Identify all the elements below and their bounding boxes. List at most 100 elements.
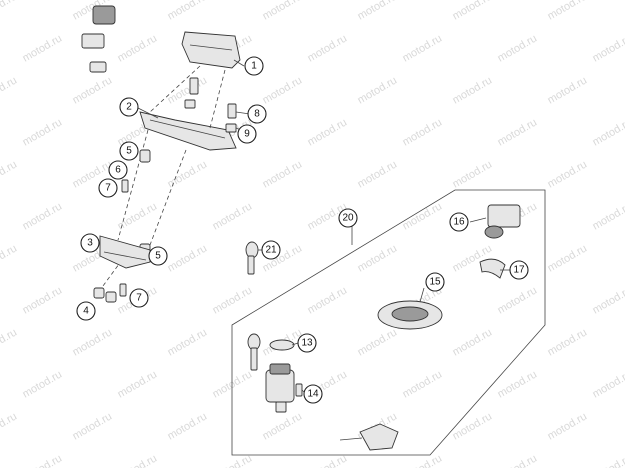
small-screw-part: [295, 383, 303, 397]
watermark-text: motod.ru: [356, 0, 400, 23]
seat-lock-part: [339, 423, 399, 451]
watermark-text: motod.ru: [306, 284, 350, 316]
svg-text:7: 7: [105, 183, 111, 194]
svg-text:21: 21: [265, 245, 277, 256]
watermark-text: motod.ru: [496, 32, 540, 64]
watermark-text: motod.ru: [591, 452, 625, 468]
callout-7: 7: [129, 288, 149, 308]
watermark-text: motod.ru: [211, 200, 255, 232]
watermark-text: motod.ru: [261, 74, 305, 106]
guide-line: [149, 149, 187, 246]
top-connector-part: [81, 5, 116, 73]
watermark-text: motod.ru: [166, 410, 210, 442]
callout-5: 5: [119, 141, 139, 161]
watermark-text: motod.ru: [451, 410, 495, 442]
instrument-housing-part: [181, 31, 241, 69]
leader-lines: [137, 59, 510, 395]
callout-20: 20: [338, 208, 358, 228]
watermark-text: motod.ru: [261, 410, 305, 442]
watermark-text: motod.ru: [0, 74, 19, 106]
svg-text:2: 2: [126, 102, 132, 113]
watermark-text: motod.ru: [71, 326, 115, 358]
watermark-text: motod.ru: [71, 74, 115, 106]
watermark-text: motod.ru: [166, 242, 210, 274]
watermark-text: motod.ru: [496, 284, 540, 316]
watermark-text: motod.ru: [211, 284, 255, 316]
svg-text:6: 6: [115, 165, 121, 176]
watermark-text: motod.ru: [356, 158, 400, 190]
watermark-text: motod.ru: [166, 0, 210, 23]
callout-4: 4: [76, 301, 96, 321]
callout-13: 13: [297, 333, 317, 353]
kit-frame: [231, 189, 546, 456]
svg-text:15: 15: [429, 277, 441, 288]
fuel-cap-part: [377, 300, 443, 330]
watermark-text: motod.ru: [166, 326, 210, 358]
callout-16: 16: [449, 212, 469, 232]
callout-1: 1: [244, 56, 264, 76]
svg-text:17: 17: [513, 265, 525, 276]
watermark-text: motod.ru: [591, 368, 625, 400]
watermark-text: motod.ru: [451, 0, 495, 23]
watermark-text: motod.ru: [0, 242, 19, 274]
watermark-text: motod.ru: [451, 158, 495, 190]
clip-part: [479, 258, 506, 279]
seal-ring-part: [269, 339, 295, 351]
bolt-parts: [119, 77, 237, 297]
ignition-lock-body-part: [265, 363, 295, 413]
watermark-text: motod.ru: [21, 200, 65, 232]
watermark-text: motod.ru: [71, 410, 115, 442]
watermark-text: motod.ru: [546, 410, 590, 442]
callout-2: 2: [119, 97, 139, 117]
watermark-text: motod.ru: [356, 242, 400, 274]
watermark-text: motod.ru: [401, 116, 445, 148]
watermark-text: motod.ru: [401, 32, 445, 64]
watermark-text: motod.ru: [116, 32, 160, 64]
watermark-text: motod.ru: [0, 326, 19, 358]
svg-text:5: 5: [155, 251, 161, 262]
watermark-text: motod.ru: [0, 410, 19, 442]
watermark-text: motod.ru: [0, 158, 19, 190]
svg-text:3: 3: [87, 238, 93, 249]
guide-line: [149, 65, 201, 113]
callout-17: 17: [509, 260, 529, 280]
callout-21: 21: [261, 240, 281, 260]
guide-line: [117, 129, 149, 241]
watermark-text: motod.ru: [116, 200, 160, 232]
watermark-text: motod.ru: [116, 452, 160, 468]
watermark-text: motod.ru: [496, 452, 540, 468]
watermark-text: motod.ru: [591, 32, 625, 64]
mounting-bracket-part: [139, 111, 237, 151]
callout-8: 8: [247, 104, 267, 124]
svg-text:8: 8: [254, 109, 260, 120]
watermark-text: motod.ru: [546, 74, 590, 106]
watermark-text: motod.ru: [546, 158, 590, 190]
key-part: [247, 333, 261, 371]
svg-text:13: 13: [301, 338, 313, 349]
callout-5: 5: [148, 246, 168, 266]
watermark-text: motod.ru: [401, 200, 445, 232]
watermark-text: motod.ru: [21, 284, 65, 316]
watermark-text: motod.ru: [401, 368, 445, 400]
watermark-text: motod.ru: [546, 326, 590, 358]
watermark-text: motod.ru: [21, 32, 65, 64]
watermark-text: motod.ru: [261, 158, 305, 190]
small-clip-parts: [93, 287, 117, 303]
watermark-text: motod.ru: [496, 116, 540, 148]
callout-6: 6: [108, 160, 128, 180]
watermark-text: motod.ru: [0, 0, 19, 23]
watermark-text: motod.ru: [306, 32, 350, 64]
watermark-text: motod.ru: [451, 326, 495, 358]
callout-layer: 1 2 3 4 5 5 6 7 7 8 9 13 14 15 16 17 20 …: [76, 56, 529, 404]
callout-15: 15: [425, 272, 445, 292]
svg-text:1: 1: [251, 61, 257, 72]
watermark-text: motod.ru: [546, 242, 590, 274]
lock-cylinder-part: [484, 204, 521, 239]
watermark-text: motod.ru: [591, 284, 625, 316]
svg-text:4: 4: [83, 306, 89, 317]
guide-line: [99, 259, 123, 291]
guide-line: [209, 69, 226, 129]
svg-text:5: 5: [126, 146, 132, 157]
